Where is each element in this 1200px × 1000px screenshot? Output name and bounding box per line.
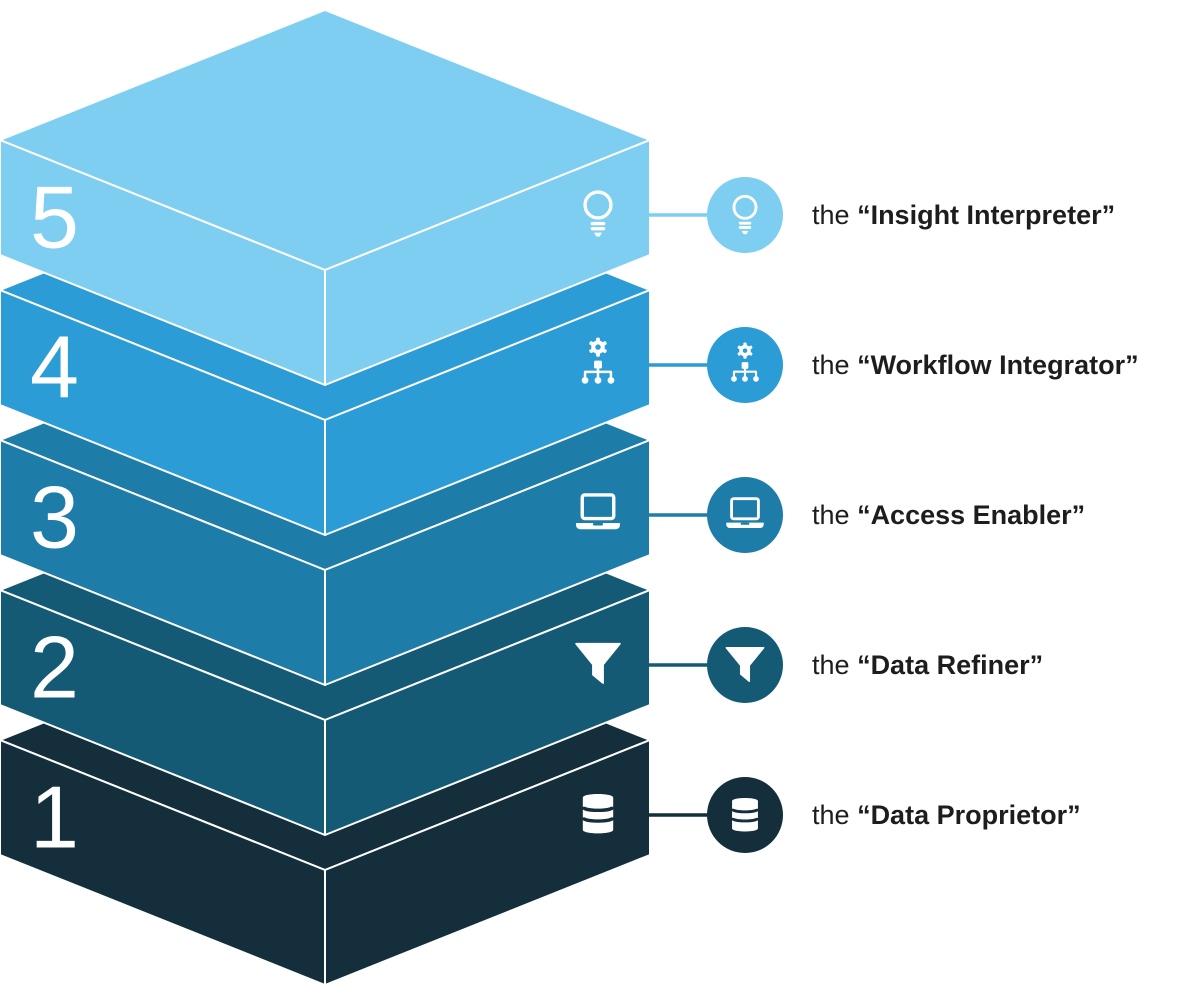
database-icon: [581, 792, 615, 836]
layer-number: 1: [30, 768, 79, 867]
database-icon: [730, 796, 760, 833]
layer-4: 4: [0, 159, 783, 536]
layer-number: 2: [30, 618, 79, 717]
layer-number: 4: [30, 318, 79, 417]
layer-2: 2: [0, 459, 783, 836]
layer-5: 5: [0, 9, 783, 386]
legend-circle: [707, 177, 783, 253]
layer-1: 1: [0, 609, 783, 986]
layer-3: 3: [0, 309, 783, 686]
layer-number: 3: [30, 468, 79, 567]
legend-circle: [707, 477, 783, 553]
layer-number: 5: [30, 168, 79, 267]
